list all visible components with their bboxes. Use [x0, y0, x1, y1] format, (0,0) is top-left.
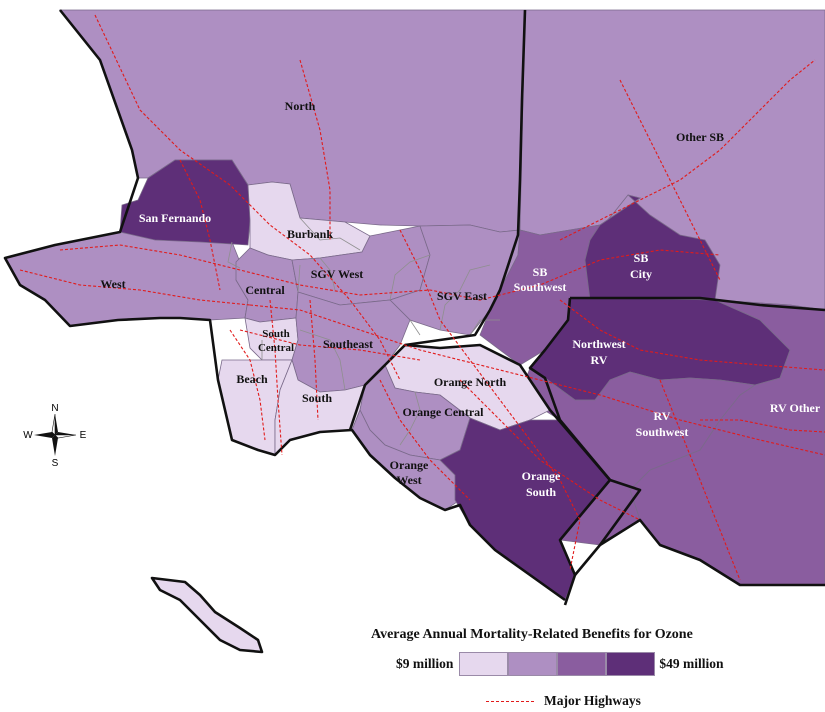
legend-highway-label: Major Highways	[544, 693, 641, 708]
legend-swatch-4	[606, 652, 656, 676]
county-boundary-rv-south	[599, 518, 825, 587]
label-orange-west-1: Orange	[390, 458, 429, 472]
label-other-sb: Other SB	[676, 130, 724, 144]
label-san-fernando: San Fernando	[139, 211, 211, 225]
legend-swatch-2	[508, 652, 558, 676]
label-beach: Beach	[236, 372, 268, 386]
legend-swatch-1	[459, 652, 509, 676]
label-west: West	[100, 277, 125, 291]
label-burbank: Burbank	[287, 227, 333, 241]
major-highways	[19, 14, 825, 581]
label-north: North	[285, 99, 316, 113]
label-northwest-rv-1: Northwest	[572, 337, 625, 351]
label-south-central-1: South	[262, 328, 290, 340]
label-rv-southwest-1: RV	[654, 409, 671, 423]
legend-min-label: $9 million	[396, 656, 454, 671]
label-sb-city-1: SB	[634, 251, 649, 265]
label-rv-southwest-2: Southwest	[636, 425, 689, 439]
compass-n: N	[51, 403, 58, 414]
county-boundary-la-sb	[348, 9, 527, 431]
legend-max-label: $49 million	[659, 656, 724, 671]
label-rv-other: RV Other	[770, 401, 821, 415]
label-northwest-rv-2: RV	[591, 353, 608, 367]
county-boundary-riverside	[570, 296, 825, 312]
legend-swatch-3	[557, 652, 607, 676]
label-south: South	[302, 391, 332, 405]
label-orange-south-2: South	[526, 485, 556, 499]
region-sgv-east	[389, 224, 521, 336]
label-sb-city-2: City	[630, 267, 652, 281]
label-orange-west-2: West	[396, 473, 421, 487]
region-sb-city	[584, 194, 721, 301]
highway-line-icon	[486, 700, 534, 702]
county-boundary-orange	[404, 343, 642, 576]
legend-title: Average Annual Mortality-Related Benefit…	[371, 627, 693, 642]
compass-rose-icon: N S E W	[23, 403, 87, 468]
label-orange-north: Orange North	[434, 375, 507, 389]
label-sgv-west: SGV West	[311, 267, 364, 281]
label-south-central-2: Central	[258, 342, 294, 354]
compass-w: W	[23, 430, 33, 441]
label-central: Central	[245, 283, 285, 297]
legend-color-scale: $9 million $49 million	[396, 652, 724, 676]
region-san-fernando	[119, 159, 251, 246]
catalina-outline	[150, 576, 264, 654]
county-boundary-sb-rv	[528, 297, 612, 606]
label-sb-southwest-1: SB	[533, 265, 548, 279]
compass-s: S	[52, 458, 59, 468]
label-orange-south-1: Orange	[522, 469, 561, 483]
compass-e: E	[80, 430, 87, 441]
legend-highways: Major Highways	[486, 693, 641, 709]
label-sgv-east: SGV East	[437, 289, 487, 303]
label-southeast: Southeast	[323, 337, 373, 351]
label-sb-southwest-2: Southwest	[514, 280, 567, 294]
legend-swatches	[459, 652, 656, 676]
label-orange-central: Orange Central	[403, 405, 485, 419]
coastline-boundary	[3, 9, 566, 602]
